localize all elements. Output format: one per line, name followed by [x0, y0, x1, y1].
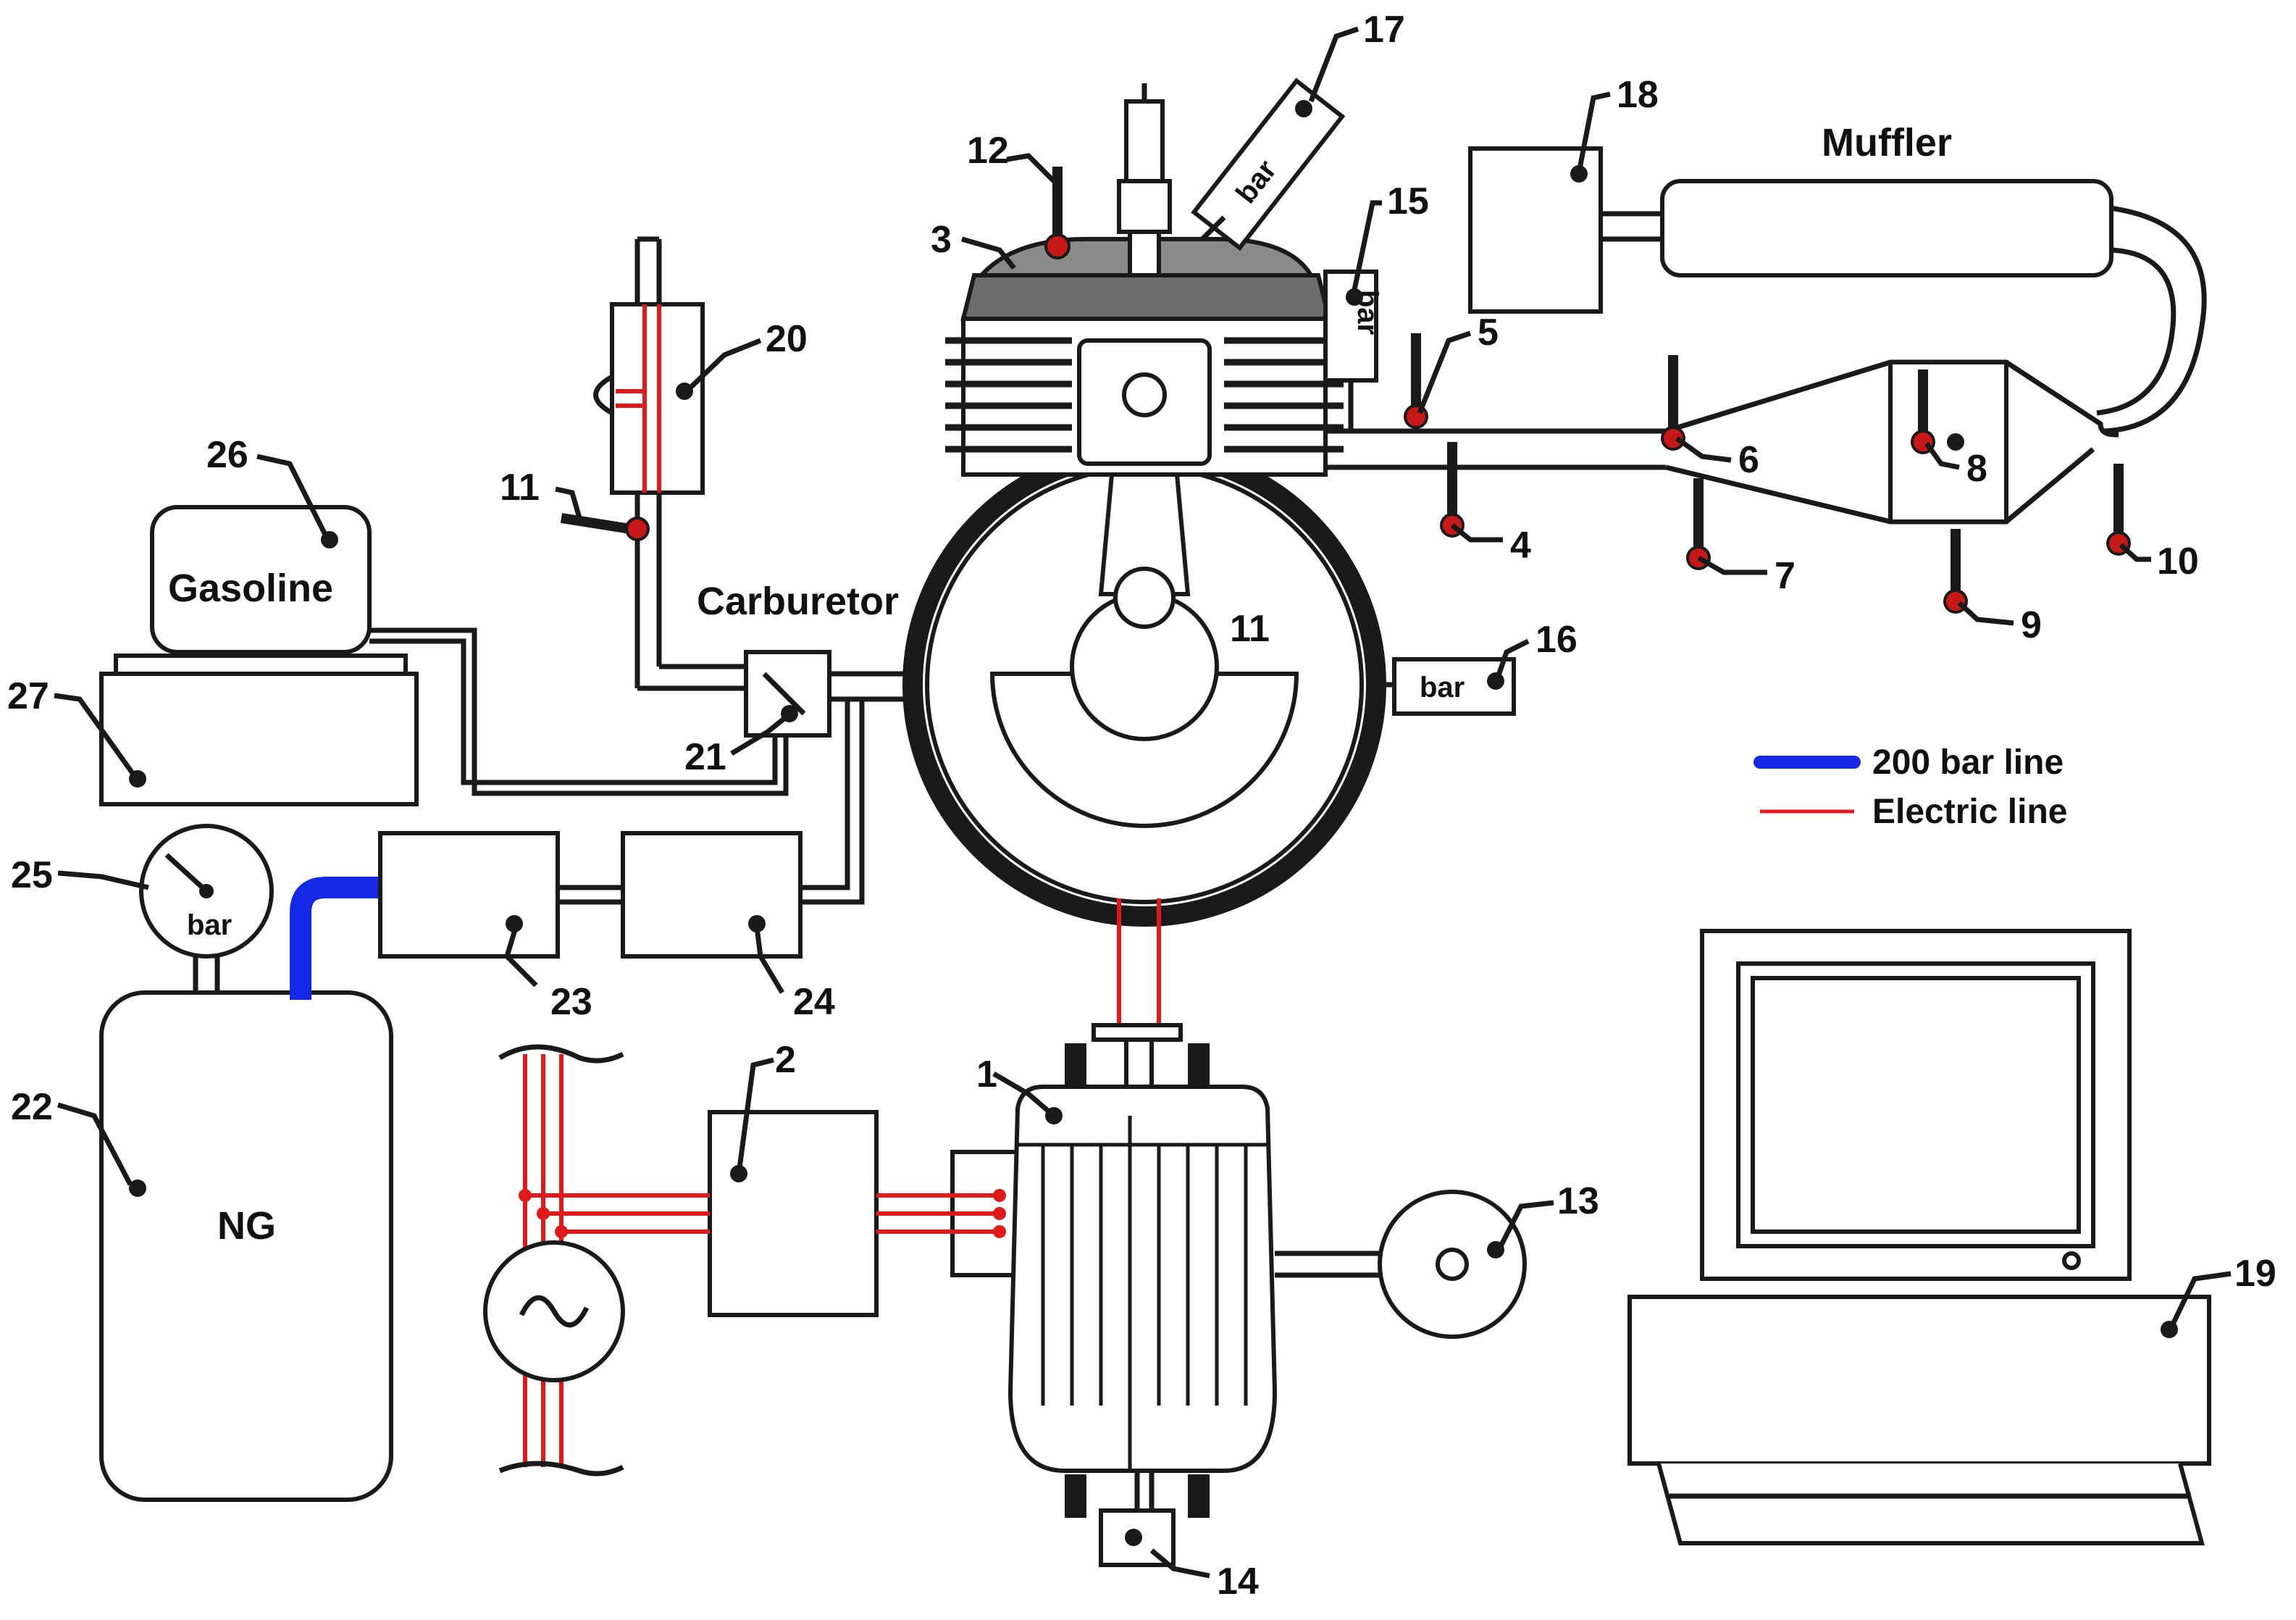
legend: 200 bar line Electric line [1754, 743, 2067, 831]
ng-flow-meter-24 [621, 831, 803, 959]
flow-meter-20 [593, 236, 746, 691]
thermocouple-12 [1044, 167, 1071, 259]
pressure-sensor-15: bar [1323, 270, 1383, 431]
ng-cylinder-22: NG [99, 935, 393, 1502]
label-20: 20 [766, 318, 808, 360]
label-4: 4 [1510, 525, 1531, 567]
pressure-gauge-25: bar [139, 824, 274, 959]
gasoline-label: Gasoline [168, 567, 333, 610]
legend-high-pressure-label: 200 bar line [1872, 743, 2064, 782]
label-6: 6 [1738, 439, 1759, 481]
legend-electric-label: Electric line [1872, 793, 2067, 831]
label-9: 9 [2021, 604, 2042, 646]
label-19: 19 [2234, 1253, 2276, 1295]
ac-source [483, 1240, 625, 1382]
label-3: 3 [931, 219, 952, 261]
engine: 11 [902, 83, 1386, 927]
label-11-engine: 11 [1230, 608, 1270, 650]
label-1: 1 [976, 1053, 997, 1095]
sensor-16-bar: bar [1420, 672, 1465, 703]
analyzer-18 [1468, 146, 1662, 314]
label-11-left: 11 [500, 467, 540, 509]
pressure-sensor-16: bar [1369, 657, 1516, 716]
label-2: 2 [775, 1039, 796, 1081]
scale-27 [99, 654, 419, 806]
callout-leaders [54, 26, 2232, 1579]
gasoline-fuel-line [369, 627, 789, 796]
muffler: Muffler [1660, 121, 2113, 277]
carburetor-label: Carburetor [697, 580, 899, 623]
controller-2 [708, 1110, 879, 1317]
label-27: 27 [7, 675, 49, 717]
label-21: 21 [684, 736, 726, 778]
label-10: 10 [2157, 540, 2199, 583]
exhaust-pipe [1325, 204, 2207, 525]
label-7: 7 [1775, 555, 1796, 597]
label-8: 8 [1966, 448, 1987, 490]
carburetor-21: Carburetor [697, 580, 899, 738]
label-14: 14 [1217, 1561, 1259, 1603]
ng-label: NG [217, 1204, 276, 1248]
label-18: 18 [1617, 74, 1659, 116]
gasoline-tank: Gasoline [150, 505, 372, 654]
pressure-regulator-23 [378, 831, 560, 959]
label-25: 25 [11, 854, 53, 896]
label-17: 17 [1363, 9, 1405, 51]
load-cell-13 [1378, 1190, 1527, 1339]
thermocouple-11-left [560, 513, 650, 541]
computer-19 [1627, 929, 2211, 1545]
label-12: 12 [967, 130, 1009, 172]
label-26: 26 [206, 434, 248, 476]
high-pressure-line [290, 877, 380, 1000]
label-13: 13 [1557, 1180, 1599, 1222]
label-23: 23 [550, 981, 592, 1023]
muffler-label: Muffler [1822, 121, 1952, 164]
gauge-bar-label: bar [187, 909, 232, 941]
label-22: 22 [11, 1086, 53, 1128]
label-24: 24 [793, 981, 835, 1023]
electric-lines-grid [498, 1044, 1006, 1477]
label-5: 5 [1478, 312, 1499, 354]
dynamometer-1 [950, 1023, 1278, 1518]
label-16: 16 [1535, 619, 1578, 661]
pressure-sensor-17: bar [1191, 78, 1346, 251]
label-15: 15 [1387, 180, 1429, 222]
